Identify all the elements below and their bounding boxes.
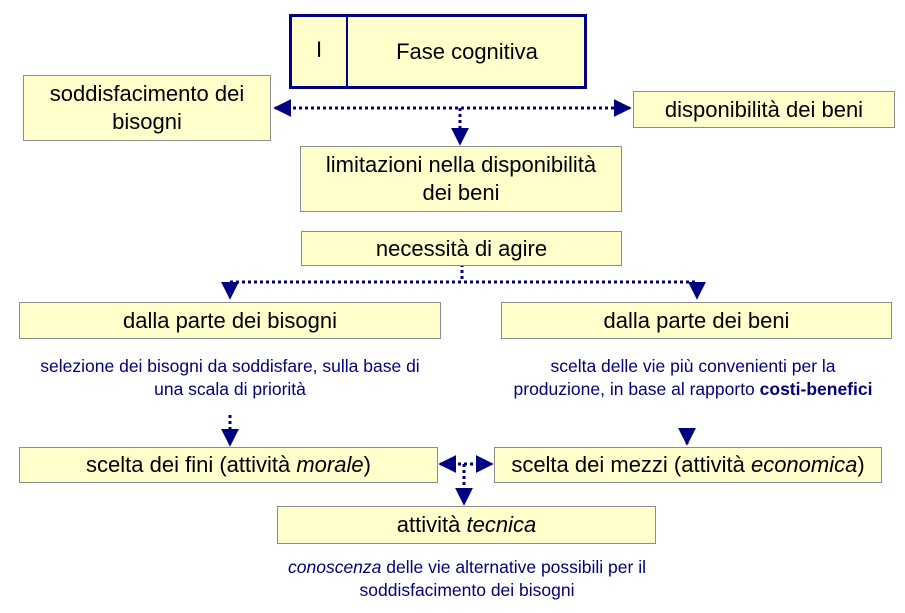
node-technical: attività tecnica xyxy=(277,506,656,544)
node-choice-ends: scelta dei fini (attività morale) xyxy=(19,447,438,483)
phase-title-box: I Fase cognitiva xyxy=(289,14,587,89)
node-label-part: scelta dei mezzi (attività xyxy=(511,452,751,477)
node-label-em: tecnica xyxy=(466,512,537,537)
note-knowledge: conoscenza delle vie alternative possibi… xyxy=(270,556,664,602)
node-label-tail: ) xyxy=(857,452,865,477)
node-label-part: attività xyxy=(396,512,467,537)
note-text: delle vie alternative possibili per il s… xyxy=(359,557,646,600)
node-label-em: economica xyxy=(750,452,858,477)
node-label: scelta dei mezzi (attività economica) xyxy=(511,451,864,479)
node-label-part: scelta dei fini (attività xyxy=(86,452,297,477)
node-label: dalla parte dei beni xyxy=(603,307,790,333)
node-label: dalla parte dei bisogni xyxy=(122,307,338,333)
node-choice-means: scelta dei mezzi (attività economica) xyxy=(494,447,882,483)
node-label-tail: ) xyxy=(363,452,371,477)
note-needs-selection: selezione dei bisogni da soddisfare, sul… xyxy=(40,355,420,401)
note-text: scelta delle vie più convenienti per la … xyxy=(513,356,836,399)
node-label: limitazioni nella disponibilità dei beni xyxy=(325,152,597,205)
node-availability-limits: limitazioni nella disponibilità dei beni xyxy=(300,146,622,212)
node-label: scelta dei fini (attività morale) xyxy=(86,451,371,479)
node-label: attività tecnica xyxy=(397,511,536,539)
note-means-selection: scelta delle vie più convenienti per la … xyxy=(508,355,878,401)
node-goods-availability: disponibilità dei beni xyxy=(633,91,895,128)
note-bold: costi-benefici xyxy=(759,379,873,399)
node-label: necessità di agire xyxy=(375,235,548,261)
phase-title: Fase cognitiva xyxy=(396,38,538,64)
note-em: conoscenza xyxy=(288,557,382,577)
node-label-em: morale xyxy=(296,452,364,477)
node-label: disponibilità dei beni xyxy=(664,96,864,122)
node-goods-side: dalla parte dei beni xyxy=(501,302,892,339)
note-text: selezione dei bisogni da soddisfare, sul… xyxy=(40,356,420,399)
node-needs-satisfaction: soddisfacimento dei bisogni xyxy=(23,75,271,141)
node-needs-side: dalla parte dei bisogni xyxy=(19,302,441,339)
node-label: soddisfacimento dei bisogni xyxy=(49,81,245,134)
phase-number: I xyxy=(292,17,348,86)
node-need-to-act: necessità di agire xyxy=(301,231,622,266)
